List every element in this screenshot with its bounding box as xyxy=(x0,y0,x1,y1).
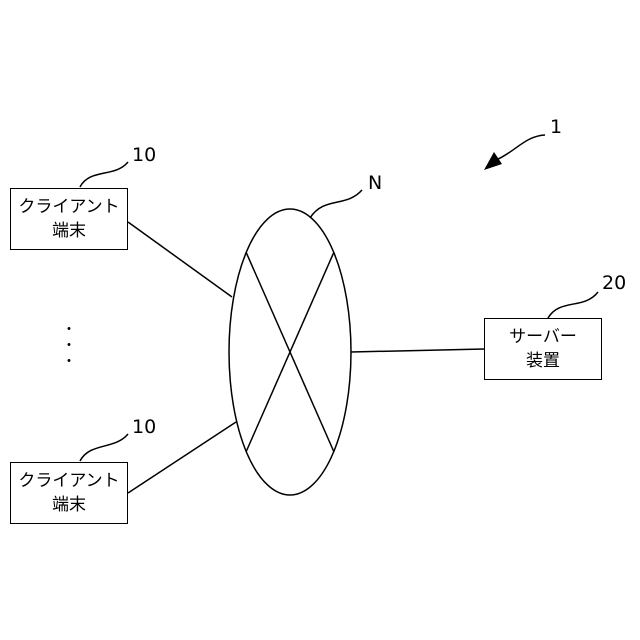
server-ref-number: 20 xyxy=(602,272,626,294)
system-ref-number: 1 xyxy=(550,116,562,138)
system-arrowhead xyxy=(484,152,502,170)
server-device-label-a: サーバー xyxy=(509,325,577,349)
network-server-link xyxy=(351,349,484,352)
network-ref-label: N xyxy=(368,172,382,194)
server-leader-line xyxy=(548,292,598,318)
client1-ref-number: 10 xyxy=(132,144,156,166)
system-arrow-line xyxy=(496,135,545,160)
client-terminal-box-1: クライアント 端末 xyxy=(10,188,128,250)
client2-leader-line xyxy=(80,434,128,461)
server-device-box: サーバー 装置 xyxy=(484,318,602,380)
client1-network-link xyxy=(128,222,232,297)
vertical-ellipsis: ・ ・ ・ xyxy=(62,322,76,370)
server-device-label-b: 装置 xyxy=(526,349,560,373)
network-leader-line xyxy=(310,190,362,218)
client-terminal-box-2: クライアント 端末 xyxy=(10,462,128,524)
client2-ref-number: 10 xyxy=(132,416,156,438)
client-terminal-label-2a: クライアント xyxy=(18,469,119,493)
client-terminal-label-2b: 端末 xyxy=(52,493,86,517)
client-terminal-label-1a: クライアント xyxy=(18,195,119,219)
client-terminal-label-1b: 端末 xyxy=(52,219,86,243)
client1-leader-line xyxy=(80,162,128,187)
